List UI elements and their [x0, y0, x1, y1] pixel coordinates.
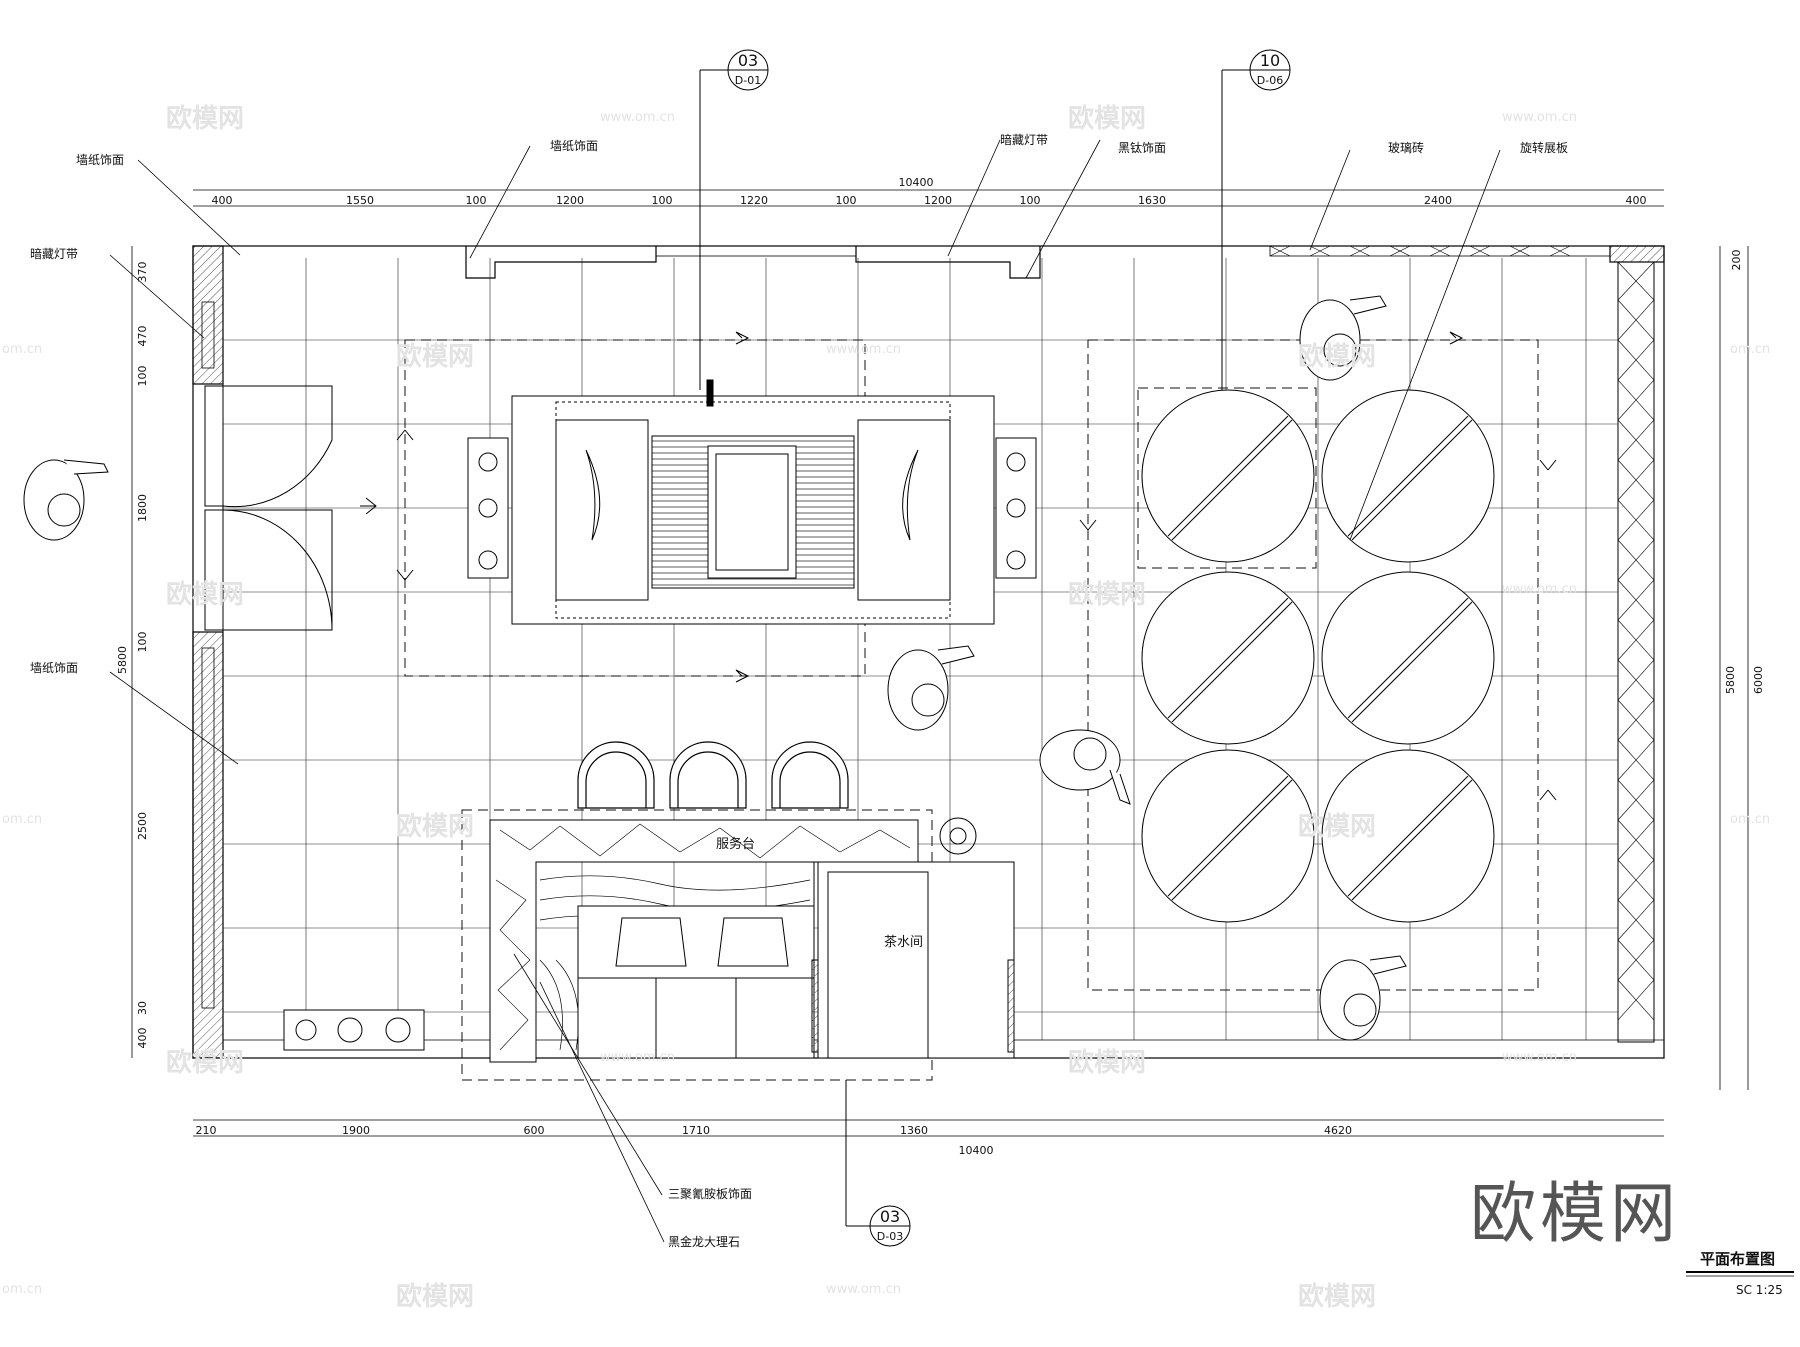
dim-top-seg: 1200	[556, 194, 584, 207]
dim-top-seg: 100	[466, 194, 487, 207]
dim-left-seg: 1800	[136, 494, 149, 522]
label-glass-brick: 玻璃砖	[1388, 140, 1424, 155]
watermark-url: om.cn	[1730, 342, 1771, 357]
dim-left-seg: 2500	[136, 812, 149, 840]
section-bottom-sheet: D-03	[877, 1230, 903, 1243]
watermark-url: www.om.cn	[1502, 582, 1577, 597]
dim-bottom-seg: 1360	[900, 1124, 928, 1137]
watermark-logo: 欧模网	[1068, 1048, 1147, 1078]
dim-top-seg: 1550	[346, 194, 374, 207]
dim-bottom-seg: 210	[196, 1124, 217, 1137]
dim-bottom-seg: 4620	[1324, 1124, 1352, 1137]
drawing-scale: SC 1:25	[1736, 1283, 1783, 1297]
dim-right-seg: 200	[1730, 250, 1743, 271]
watermark-url: om.cn	[2, 1282, 43, 1297]
dim-top-seg: 1200	[924, 194, 952, 207]
dim-left-seg: 400	[136, 1028, 149, 1049]
dim-top-seg: 1220	[740, 194, 768, 207]
section-callouts	[699, 49, 1291, 1247]
section-top-sheet: D-01	[735, 74, 761, 87]
dim-left-seg: 100	[136, 632, 149, 653]
dim-bottom-seg: 1900	[342, 1124, 370, 1137]
section-right-number: 10	[1260, 51, 1280, 70]
watermark-logo: 欧模网	[1298, 812, 1377, 842]
dim-bottom-seg: 600	[524, 1124, 545, 1137]
dim-top-total: 10400	[899, 176, 934, 189]
dim-top-seg: 100	[652, 194, 673, 207]
section-right-sheet: D-06	[1257, 74, 1283, 87]
dim-bottom-total: 10400	[959, 1144, 994, 1157]
brand-watermark: 欧模网	[1470, 1175, 1680, 1252]
drawing-title: 平面布置图	[1700, 1250, 1775, 1268]
section-top-number: 03	[738, 51, 758, 70]
watermark-logo: 欧模网	[1068, 104, 1147, 134]
flow-arrows	[360, 331, 1557, 801]
dim-left-seg: 370	[136, 262, 149, 283]
watermark-url: www.om.cn	[826, 1282, 901, 1297]
people	[23, 295, 1407, 1041]
watermark-url: www.om.cn	[1502, 110, 1577, 125]
dim-right-seg: 5800	[1724, 666, 1737, 694]
bar-stools	[577, 741, 849, 809]
dim-bottom-seg: 1710	[682, 1124, 710, 1137]
label-rotating-board: 旋转展板	[1520, 140, 1568, 155]
label-marble: 黑金龙大理石	[668, 1234, 740, 1249]
entrance-door	[204, 385, 333, 631]
watermark-logo: 欧模网	[1068, 580, 1147, 610]
watermark-logo: 欧模网	[166, 104, 245, 134]
label-wallpaper-1: 墙纸饰面	[76, 153, 124, 167]
label-hidden-light-left: 暗藏灯带	[30, 246, 78, 261]
label-tea-room: 茶水间	[884, 934, 923, 950]
watermark-logo: 欧模网	[396, 812, 475, 842]
dim-top-seg: 100	[836, 194, 857, 207]
service-counter	[489, 819, 919, 1063]
leader-lines	[109, 139, 1501, 1243]
watermark-logo: 欧模网	[1298, 1282, 1377, 1312]
dim-top-seg: 1630	[1138, 194, 1166, 207]
dim-left-total: 5800	[116, 646, 129, 674]
watermark-logo: 欧模网	[396, 1282, 475, 1312]
label-black-titanium: 黑钛饰面	[1118, 140, 1166, 155]
watermark-url: www.om.cn	[600, 110, 675, 125]
watermark-url: www.om.cn	[1502, 1050, 1577, 1065]
dim-top-seg: 400	[1626, 194, 1647, 207]
watermark-url: www.om.cn	[826, 342, 901, 357]
label-wallpaper-3: 墙纸饰面	[30, 661, 78, 675]
watermark-url: om.cn	[1730, 812, 1771, 827]
section-bottom-number: 03	[880, 1207, 900, 1226]
watermark-url: www.om.cn	[600, 1050, 675, 1065]
dim-left-seg: 30	[136, 1001, 149, 1015]
label-service-counter: 服务台	[716, 836, 755, 852]
watermark-url: om.cn	[2, 812, 43, 827]
dim-left-seg: 470	[136, 326, 149, 347]
watermark-logo: 欧模网	[166, 1048, 245, 1078]
tea-room	[811, 817, 1015, 1059]
label-wallpaper-2: 墙纸饰面	[550, 139, 598, 153]
label-hidden-light-top: 暗藏灯带	[1000, 132, 1048, 147]
dimension-lines	[131, 189, 1749, 1137]
watermark-url: om.cn	[2, 342, 43, 357]
dim-right-seg: 6000	[1752, 666, 1765, 694]
dim-left-seg: 100	[136, 366, 149, 387]
label-melamine: 三聚氰胺板饰面	[668, 1186, 752, 1201]
dim-top-seg: 2400	[1424, 194, 1452, 207]
rotating-displays	[1141, 389, 1495, 923]
bench	[283, 1009, 425, 1051]
sofa-lounge	[467, 379, 1037, 625]
watermark-logo: 欧模网	[1298, 342, 1377, 372]
watermark-logo: 欧模网	[396, 342, 475, 372]
title-block-lines	[1686, 1271, 1794, 1277]
dim-top-seg: 100	[1020, 194, 1041, 207]
dim-top-seg: 400	[212, 194, 233, 207]
watermark-logo: 欧模网	[166, 580, 245, 610]
